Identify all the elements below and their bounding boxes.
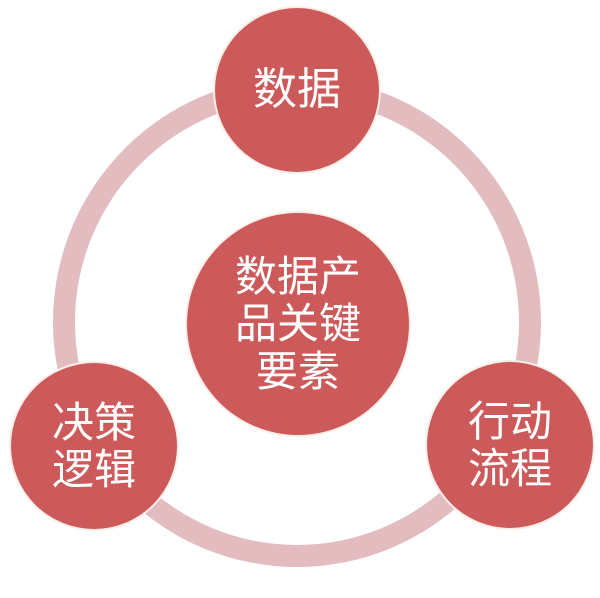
- decision-logic-line-2: 逻辑: [51, 445, 136, 494]
- decision-logic-line-1: 决策: [51, 397, 136, 447]
- node-decision-logic: 决策 逻辑: [11, 363, 177, 529]
- node-data-label: 数据: [253, 64, 341, 116]
- node-action-process: 行动 流程: [427, 362, 593, 528]
- center-label-line-3: 要素: [255, 346, 340, 396]
- center-label-line-2: 品关键: [234, 299, 361, 349]
- node-center-key-elements: 数据产 品关键 要素: [187, 213, 409, 435]
- action-process-line-1: 行动: [467, 396, 552, 446]
- node-data: 数据: [215, 8, 379, 172]
- center-label-line-1: 数据产: [234, 252, 361, 302]
- action-process-line-2: 流程: [467, 444, 552, 493]
